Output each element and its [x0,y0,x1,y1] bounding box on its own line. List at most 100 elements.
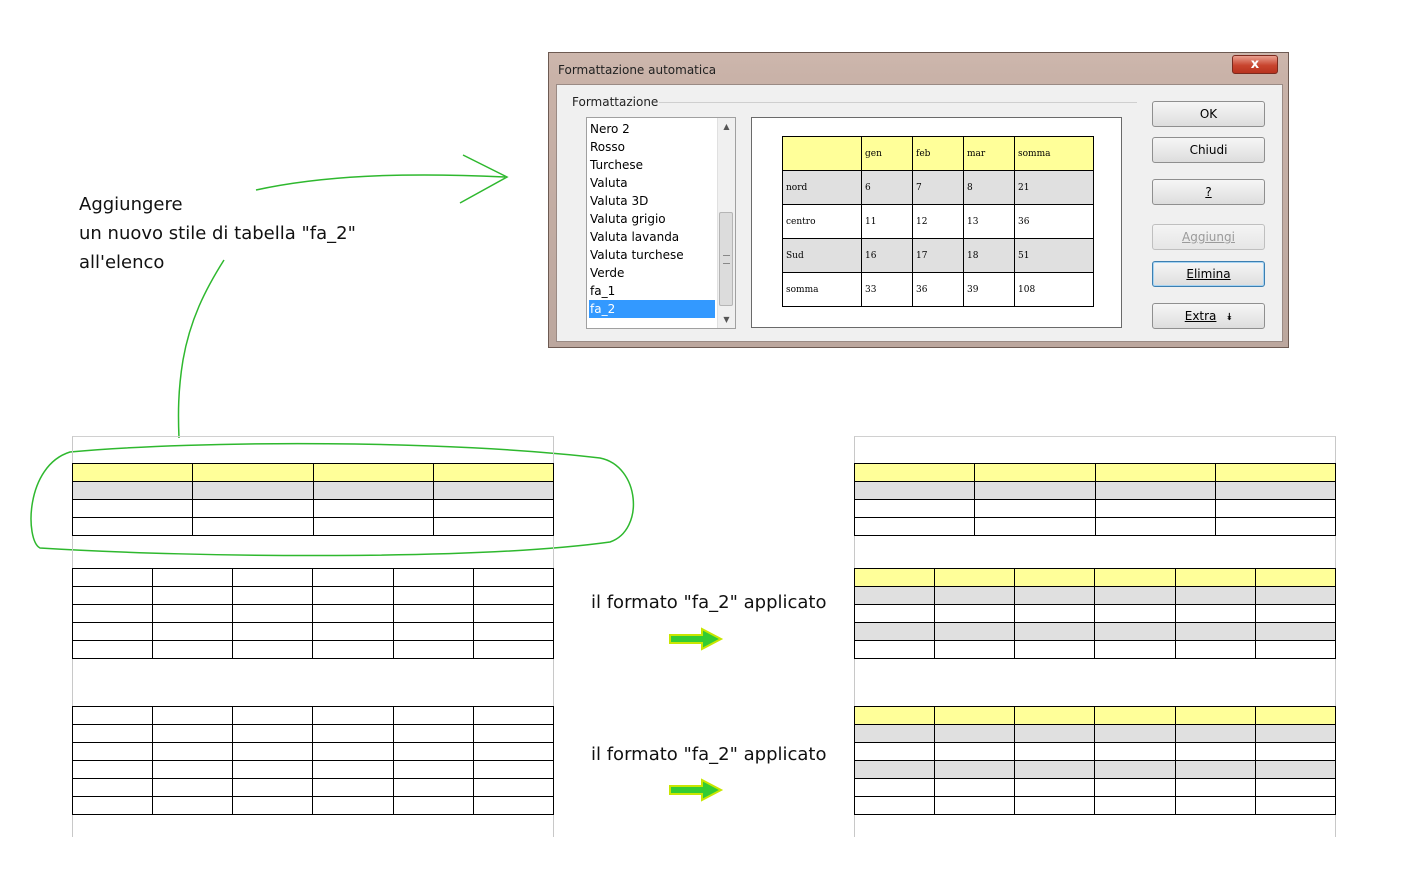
style-list-item[interactable]: fa_1 [590,284,616,298]
table-cell[interactable] [1094,796,1176,815]
table-cell[interactable] [312,724,394,743]
table-cell[interactable] [432,499,555,518]
table-cell[interactable] [71,517,194,536]
table-cell[interactable] [934,724,1016,743]
table-cell[interactable] [1214,463,1337,482]
table-cell[interactable] [974,481,1096,500]
table-cell[interactable] [312,778,394,797]
table-cell[interactable] [1254,724,1337,743]
table-cell[interactable] [974,499,1096,518]
table-cell[interactable] [432,517,555,536]
table-cell[interactable] [71,586,154,605]
table-cell[interactable] [1174,568,1256,587]
table-cell[interactable] [1174,622,1256,641]
table-cell[interactable] [1254,742,1337,761]
table-cell[interactable] [192,499,314,518]
table-cell[interactable] [232,706,314,725]
table-cell[interactable] [312,622,394,641]
table-cell[interactable] [1094,499,1216,518]
table-cell[interactable] [71,796,154,815]
close-button[interactable]: Chiudi [1152,137,1265,163]
table-cell[interactable] [232,604,314,623]
table-cell[interactable] [71,499,194,518]
table-cell[interactable] [1254,622,1337,641]
table-cell[interactable] [152,568,234,587]
table-cell[interactable] [312,640,394,659]
table-cell[interactable] [934,742,1016,761]
table-cell[interactable] [1014,778,1096,797]
table-cell[interactable] [392,724,474,743]
style-list-item[interactable]: Rosso [590,140,625,154]
style-list-item[interactable]: Turchese [590,158,644,172]
table-cell[interactable] [1014,796,1096,815]
table-cell[interactable] [392,622,474,641]
table-cell[interactable] [472,622,555,641]
table-cell[interactable] [392,742,474,761]
table-cell[interactable] [232,622,314,641]
table-cell[interactable] [392,640,474,659]
table-cell[interactable] [152,622,234,641]
table-cell[interactable] [934,706,1016,725]
table-cell[interactable] [853,706,936,725]
style-list-item[interactable]: Valuta lavanda [590,230,680,244]
table-cell[interactable] [853,586,936,605]
table-cell[interactable] [1094,640,1176,659]
table-cell[interactable] [1254,586,1337,605]
table-cell[interactable] [392,568,474,587]
delete-button[interactable]: Elimina [1152,261,1265,287]
table-cell[interactable] [1174,778,1256,797]
table-cell[interactable] [232,724,314,743]
table-cell[interactable] [1094,622,1176,641]
table-cell[interactable] [1174,586,1256,605]
table-cell[interactable] [1094,706,1176,725]
table-cell[interactable] [432,481,555,500]
table-cell[interactable] [232,568,314,587]
table-cell[interactable] [1254,778,1337,797]
table-cell[interactable] [934,622,1016,641]
table-cell[interactable] [1014,604,1096,623]
style-list-item[interactable]: Valuta 3D [590,194,649,208]
table-cell[interactable] [1254,760,1337,779]
table-cell[interactable] [853,778,936,797]
table-cell[interactable] [934,796,1016,815]
table-cell[interactable] [1254,604,1337,623]
table-cell[interactable] [853,481,976,500]
table-cell[interactable] [152,586,234,605]
style-list-item[interactable]: fa_2 [589,300,715,318]
table-cell[interactable] [1254,796,1337,815]
table-cell[interactable] [934,640,1016,659]
table-cell[interactable] [71,568,154,587]
table-cell[interactable] [1174,724,1256,743]
table-cell[interactable] [1174,742,1256,761]
table-cell[interactable] [853,604,936,623]
table-cell[interactable] [934,760,1016,779]
table-cell[interactable] [152,796,234,815]
table-cell[interactable] [312,796,394,815]
style-list-item[interactable]: Valuta [590,176,628,190]
table-cell[interactable] [934,778,1016,797]
table-cell[interactable] [152,778,234,797]
style-list-item[interactable]: Verde [590,266,625,280]
table-cell[interactable] [472,568,555,587]
table-cell[interactable] [392,778,474,797]
table-cell[interactable] [232,760,314,779]
table-cell[interactable] [152,724,234,743]
table-cell[interactable] [1094,778,1176,797]
table-cell[interactable] [472,724,555,743]
table-cell[interactable] [1014,706,1096,725]
table-cell[interactable] [853,796,936,815]
list-scrollbar[interactable]: ▲ ▼ [717,118,735,328]
table-cell[interactable] [312,706,394,725]
table-cell[interactable] [192,463,314,482]
table-cell[interactable] [232,796,314,815]
table-cell[interactable] [312,481,434,500]
table-cell[interactable] [71,778,154,797]
table-cell[interactable] [1014,724,1096,743]
table-cell[interactable] [472,778,555,797]
style-list-item[interactable]: Valuta grigio [590,212,666,226]
table-cell[interactable] [71,706,154,725]
table-cell[interactable] [853,517,976,536]
table-cell[interactable] [312,499,434,518]
table-cell[interactable] [152,604,234,623]
